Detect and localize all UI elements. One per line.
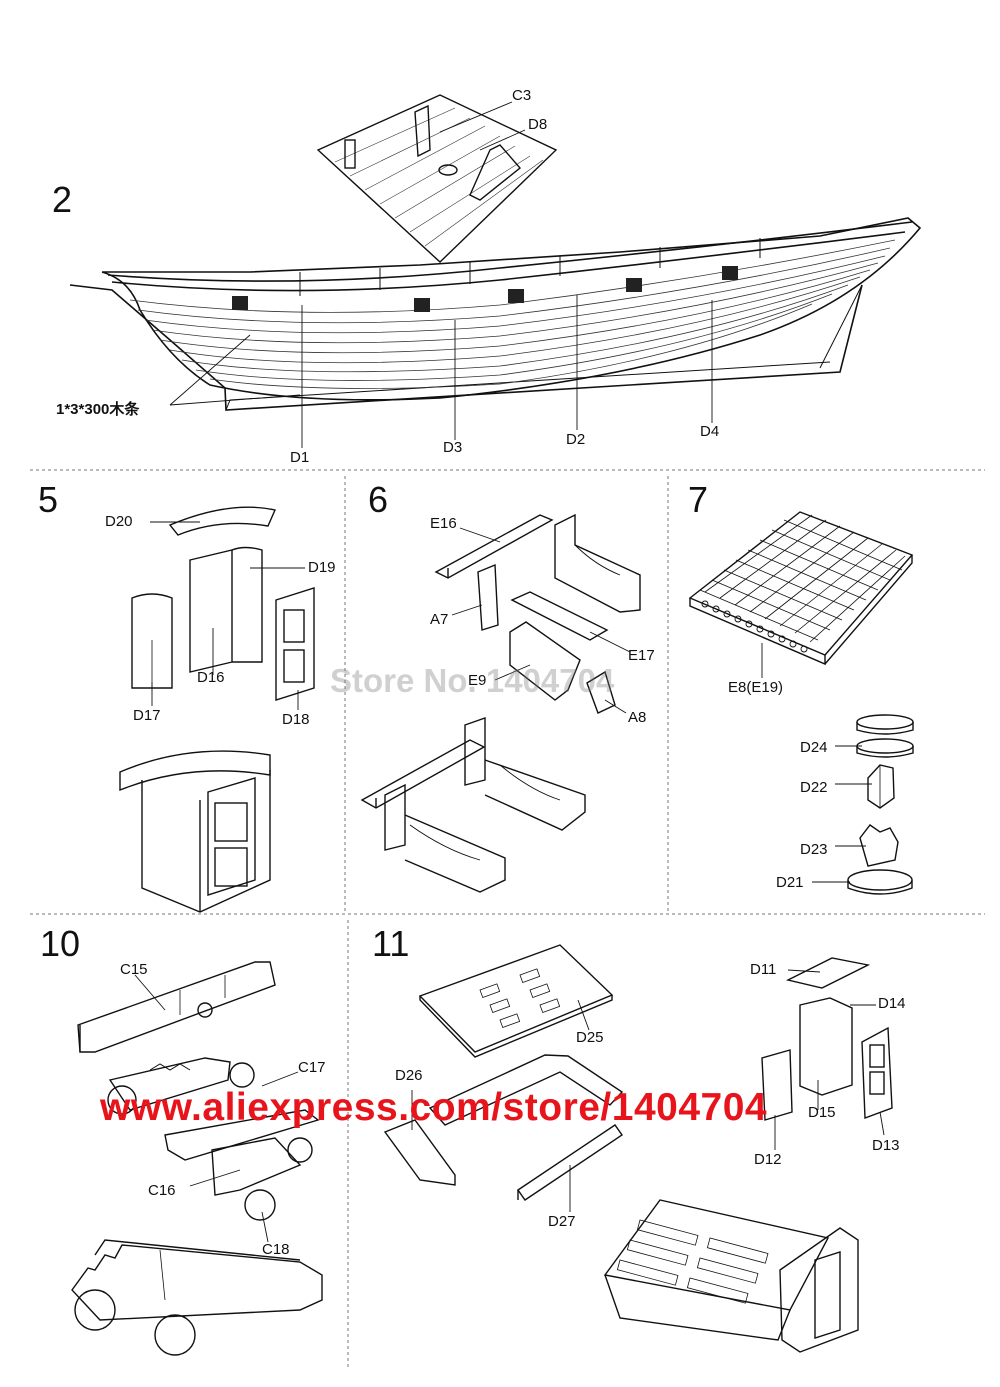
label-d8: D8 (528, 116, 548, 133)
label-d17: D17 (133, 707, 161, 724)
store-watermark: Store No. 1404704 (330, 662, 615, 699)
step-number-11: 11 (372, 923, 410, 964)
step-number-7: 7 (688, 479, 709, 520)
label-d21: D21 (776, 874, 804, 891)
label-c16: C16 (148, 1182, 176, 1199)
label-d13: D13 (872, 1137, 900, 1154)
store-url-watermark: www.aliexpress.com/store/1404704 (100, 1086, 768, 1129)
label-d15: D15 (808, 1104, 836, 1121)
label-d19: D19 (308, 559, 336, 576)
label-d1: D1 (290, 449, 310, 466)
cannon-parts (71, 961, 323, 1356)
label-c17: C17 (298, 1059, 326, 1076)
panel-dividers (30, 469, 985, 1370)
step11-leaders (411, 969, 885, 1212)
label-d26: D26 (395, 1067, 423, 1084)
deck-inset (316, 94, 558, 263)
label-d16: D16 (197, 669, 225, 686)
step5-leaders (150, 521, 305, 710)
label-c3: C3 (512, 87, 532, 104)
label-d2: D2 (566, 431, 586, 448)
hatch-parts (383, 944, 893, 1353)
step-number-6: 6 (368, 479, 389, 520)
step-number-10: 10 (40, 923, 81, 964)
grating-capstan (688, 511, 914, 895)
label-c18: C18 (262, 1241, 290, 1258)
label-strip: 1*3*300木条 (56, 401, 140, 418)
label-a8: A8 (628, 709, 647, 726)
label-e16: E16 (430, 515, 457, 532)
step7-leaders (761, 643, 872, 883)
label-d23: D23 (800, 841, 828, 858)
label-a7: A7 (430, 611, 449, 628)
label-d22: D22 (800, 779, 828, 796)
step-number-2: 2 (52, 179, 73, 220)
label-d20: D20 (105, 513, 133, 530)
cabin-parts (119, 506, 315, 913)
step10-leaders (134, 974, 299, 1243)
label-e9: E9 (468, 672, 487, 689)
label-d4: D4 (700, 423, 720, 440)
label-e17: E17 (628, 647, 655, 664)
step2-leaders (169, 101, 713, 448)
bitts-parts (360, 513, 641, 893)
step-number-5: 5 (38, 479, 59, 520)
label-e8-e19: E8(E19) (728, 679, 784, 696)
label-d25: D25 (576, 1029, 604, 1046)
label-d14: D14 (878, 995, 906, 1012)
label-d27: D27 (548, 1213, 576, 1230)
label-d11: D11 (750, 961, 777, 978)
label-d24: D24 (800, 739, 828, 756)
label-d3: D3 (443, 439, 463, 456)
label-d12: D12 (754, 1151, 782, 1168)
step6-leaders (451, 527, 631, 714)
label-c15: C15 (120, 961, 148, 978)
ship-hull (69, 217, 922, 411)
label-d18: D18 (282, 711, 310, 728)
